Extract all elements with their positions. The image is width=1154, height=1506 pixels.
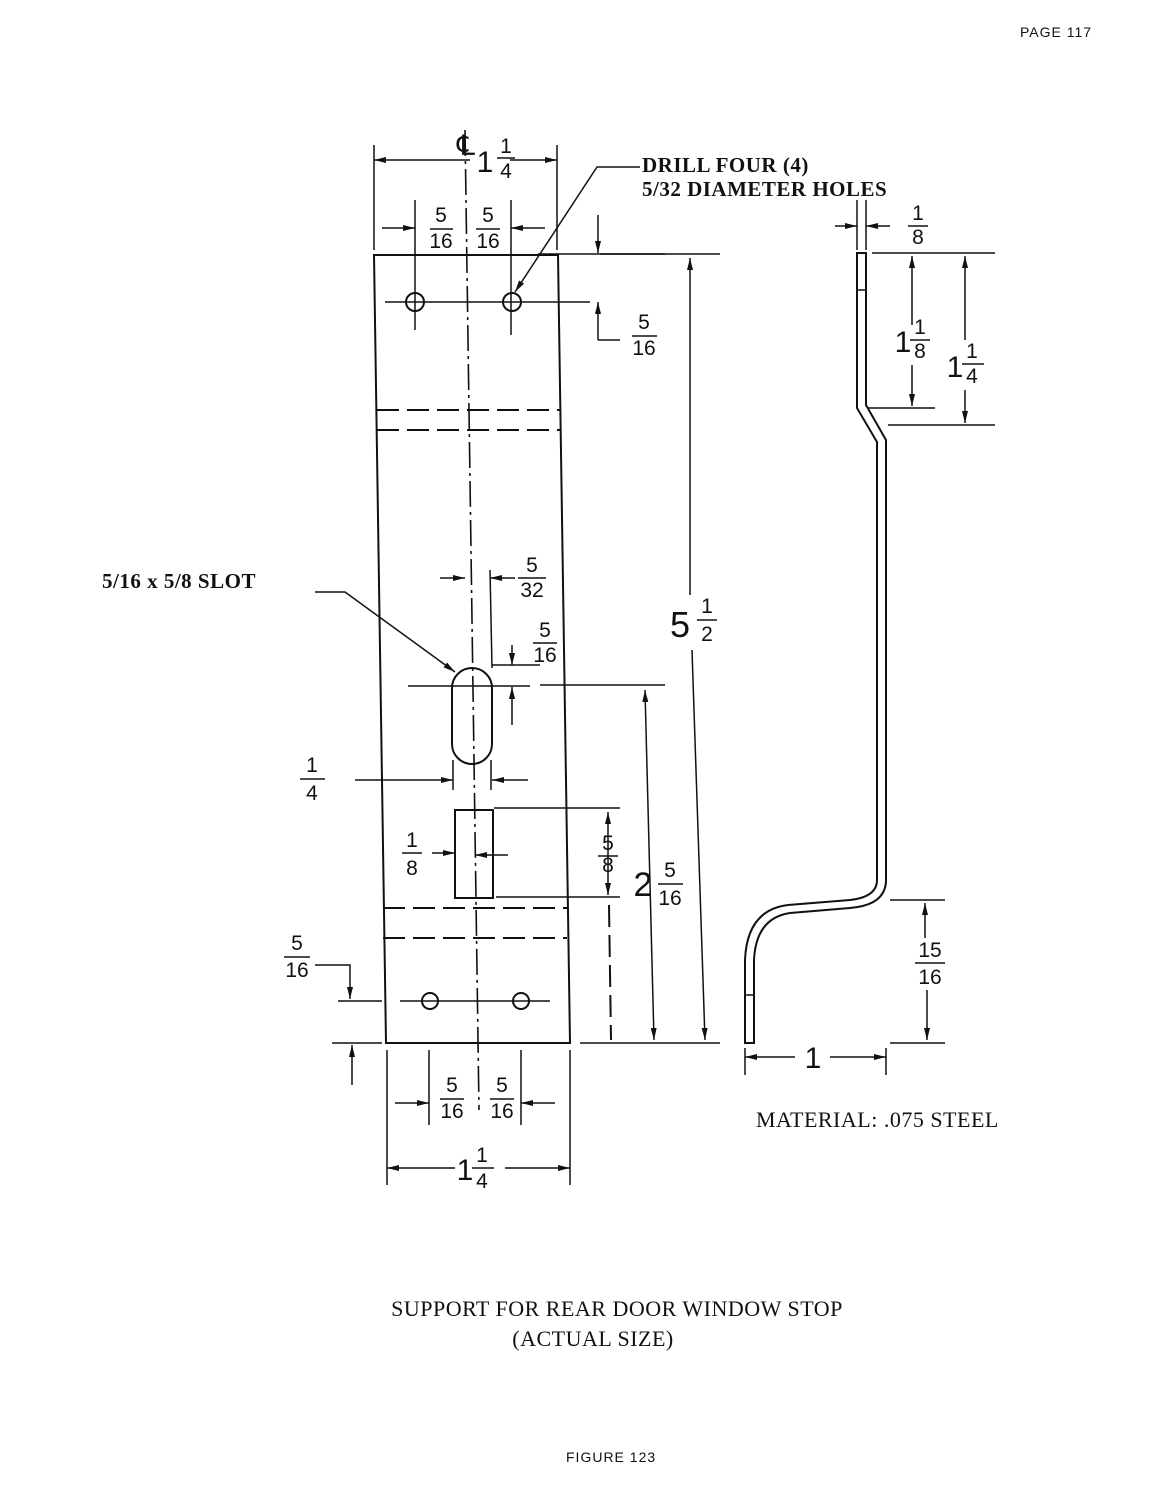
dim-tab-half-width: 18: [402, 829, 422, 880]
svg-text:16: 16: [918, 966, 941, 989]
svg-text:8: 8: [406, 857, 418, 880]
svg-text:1: 1: [457, 1154, 474, 1187]
svg-text:16: 16: [632, 337, 655, 360]
svg-text:4: 4: [966, 365, 978, 388]
svg-text:16: 16: [533, 644, 556, 667]
svg-text:1: 1: [947, 351, 964, 384]
svg-text:16: 16: [429, 230, 452, 253]
svg-text:1: 1: [477, 146, 494, 179]
svg-text:32: 32: [520, 579, 543, 602]
svg-text:1: 1: [966, 340, 978, 363]
svg-text:5: 5: [539, 619, 551, 642]
svg-text:4: 4: [500, 160, 512, 183]
svg-text:1: 1: [805, 1042, 822, 1075]
dim-slot-width: 14: [300, 754, 325, 805]
svg-text:5: 5: [670, 604, 690, 645]
svg-text:1: 1: [306, 754, 318, 777]
dim-slot-half-width: 532: [518, 554, 546, 602]
svg-text:1: 1: [701, 595, 713, 618]
front-view: ℄: [372, 129, 665, 1125]
svg-text:8: 8: [912, 226, 924, 249]
svg-text:16: 16: [476, 230, 499, 253]
dim-slot-end: 516: [533, 619, 557, 667]
dimension-lines: [315, 145, 720, 1185]
caption-subtitle: (ACTUAL SIZE): [512, 1326, 674, 1351]
svg-text:8: 8: [914, 340, 926, 363]
svg-text:16: 16: [285, 959, 308, 982]
material-note: MATERIAL: .075 STEEL: [756, 1107, 999, 1132]
side-view: [744, 200, 995, 1075]
centerline: [464, 129, 480, 1111]
slot: [451, 667, 493, 765]
svg-text:1: 1: [895, 326, 912, 359]
svg-text:5: 5: [446, 1074, 458, 1097]
svg-text:16: 16: [658, 887, 681, 910]
svg-text:5: 5: [664, 859, 676, 882]
bracket-profile: [744, 252, 887, 1044]
drill-note-line1: DRILL FOUR (4): [642, 153, 809, 177]
svg-text:16: 16: [440, 1100, 463, 1123]
centerline-symbol: ℄: [456, 130, 475, 161]
svg-text:2: 2: [634, 866, 653, 904]
drill-note-line2: 5/32 DIAMETER HOLES: [642, 177, 887, 201]
dim-bottom-hole-right: 516: [490, 1074, 514, 1123]
hole: [421, 992, 439, 1010]
svg-text:4: 4: [476, 1170, 488, 1193]
page-number: PAGE 117: [1020, 24, 1092, 40]
svg-text:1: 1: [500, 135, 512, 158]
svg-text:15: 15: [918, 939, 941, 962]
svg-text:16: 16: [490, 1100, 513, 1123]
svg-text:5: 5: [496, 1074, 508, 1097]
svg-text:1: 1: [912, 202, 924, 225]
dim-side-thickness: 18: [908, 202, 928, 249]
svg-text:5: 5: [482, 204, 494, 227]
dim-bottom-hole-from-edge: 516: [284, 932, 310, 982]
dim-tab-length: 58: [598, 832, 618, 877]
tab: [454, 809, 494, 899]
dim-top-hole-left: 516: [429, 204, 453, 253]
svg-text:1: 1: [914, 316, 926, 339]
dim-top-hole-right: 516: [476, 204, 500, 253]
svg-text:5: 5: [435, 204, 447, 227]
svg-text:5: 5: [602, 832, 614, 855]
svg-text:5: 5: [526, 554, 538, 577]
svg-text:2: 2: [701, 623, 713, 646]
svg-text:5: 5: [291, 932, 303, 955]
figure-label: FIGURE 123: [566, 1449, 656, 1465]
hole: [502, 292, 522, 312]
svg-text:1: 1: [476, 1144, 488, 1167]
svg-text:5: 5: [638, 311, 650, 334]
dim-top-hole-from-edge: 516: [632, 311, 657, 360]
svg-text:8: 8: [602, 854, 614, 877]
dim-side-offset: 1: [805, 1042, 822, 1075]
caption-title: SUPPORT FOR REAR DOOR WINDOW STOP: [391, 1296, 843, 1321]
dim-bottom-hole-left: 516: [440, 1074, 464, 1123]
svg-text:4: 4: [306, 782, 318, 805]
hole: [512, 992, 530, 1010]
svg-text:1: 1: [406, 829, 418, 852]
slot-note: 5/16 x 5/8 SLOT: [102, 569, 256, 593]
